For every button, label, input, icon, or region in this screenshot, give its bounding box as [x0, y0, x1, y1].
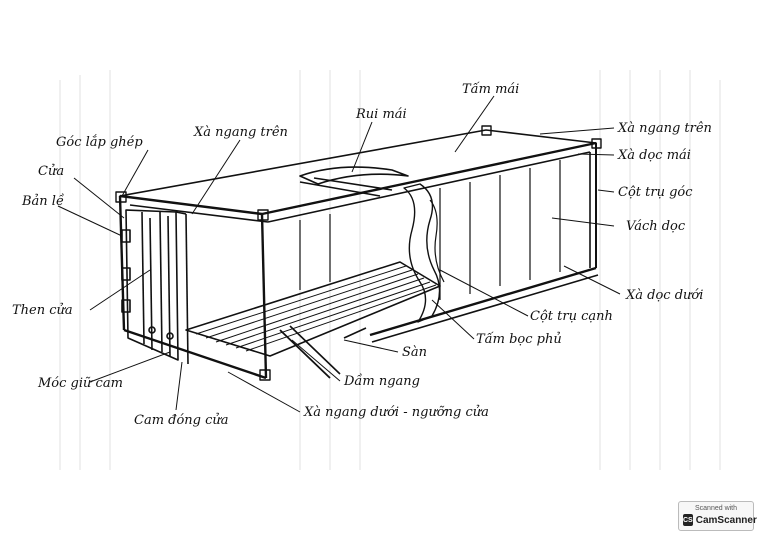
roof-panel	[119, 129, 597, 215]
badge-name: CamScanner	[695, 514, 757, 526]
label-san: Sàn	[402, 345, 427, 360]
label-tam-boc-phu: Tấm bọc phủ	[476, 331, 562, 347]
front-bottom-rail	[123, 328, 267, 380]
top-front-rail	[119, 194, 263, 216]
badge-caption: Scanned with	[694, 505, 738, 512]
roof-bows	[299, 166, 409, 185]
leader-lines	[57, 95, 621, 413]
camscanner-badge: Scanned with CS CamScanner	[678, 501, 757, 531]
label-moc-giu-cam: Móc giữ cam	[37, 376, 123, 391]
label-tam-mai: Tấm mái	[462, 81, 519, 97]
label-cot-tru-canh: Cột trụ cạnh	[530, 309, 613, 324]
label-then-cua: Then cửa	[12, 303, 73, 318]
front-right-post	[260, 213, 268, 379]
bottom-side-rail	[369, 266, 597, 337]
corner-fitting	[115, 191, 127, 203]
door-leaf	[125, 209, 179, 361]
label-xa-doc-duoi: Xà dọc dưới	[625, 288, 703, 303]
label-ban-le: Bản lề	[21, 193, 64, 209]
floor	[185, 261, 441, 357]
label-cam-dong-cua: Cam đóng cửa	[134, 413, 229, 428]
label-cua: Cửa	[38, 164, 64, 179]
labels: Tấm mái Rui mái Xà ngang trên Góc lắp gh…	[12, 81, 712, 428]
label-xa-ngang-tren-left: Xà ngang trên	[193, 125, 288, 140]
camscanner-icon: CS	[683, 514, 693, 526]
side-wall	[299, 160, 561, 300]
label-xa-ngang-tren-right: Xà ngang trên	[617, 121, 712, 136]
floor-planks	[195, 265, 437, 352]
label-cot-tru-goc: Cột trụ góc	[618, 185, 693, 200]
label-xa-doc-mai: Xà dọc mái	[617, 148, 691, 163]
container-drawing	[115, 125, 602, 381]
cross-member	[279, 329, 331, 379]
label-xa-ngang-duoi: Xà ngang dưới - ngưỡng cửa	[303, 405, 489, 420]
top-side-rail	[261, 141, 597, 216]
label-vach-doc: Vách dọc	[626, 219, 686, 234]
label-dam-ngang: Dầm ngang	[343, 373, 420, 389]
side-post-cutaway	[403, 183, 441, 323]
label-goc-lap-ghep: Góc lắp ghép	[56, 134, 143, 150]
label-rui-mai: Rui mái	[355, 107, 407, 122]
front-left-post	[118, 195, 126, 331]
